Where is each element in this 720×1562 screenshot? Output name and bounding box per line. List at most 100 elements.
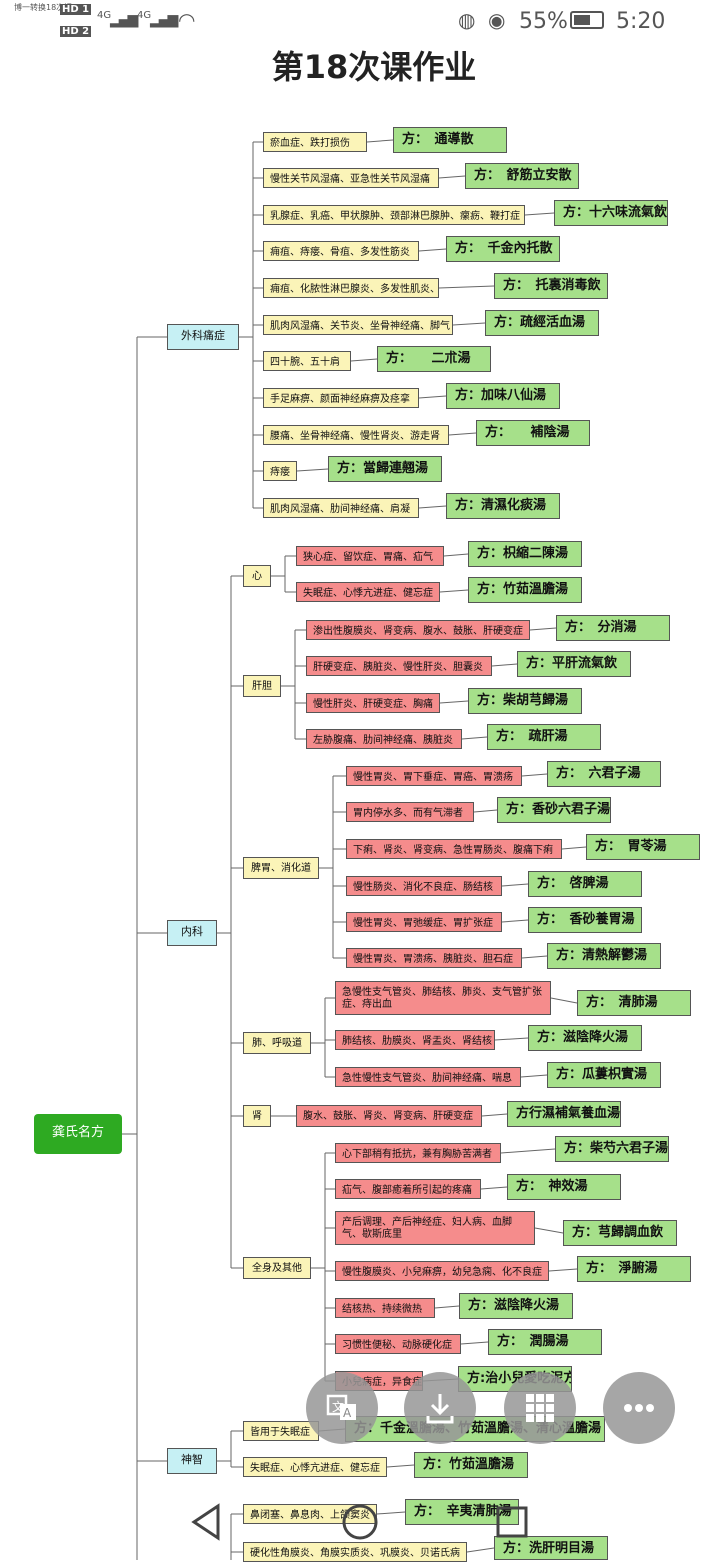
nfc-icon: ◍: [458, 8, 476, 32]
symptom-node: 渗出性腹膜炎、肾变病、腹水、鼓胀、肝硬变症: [306, 620, 530, 640]
formula-node: 方： 補陰湯: [476, 420, 590, 446]
symptom-node: 慢性胃炎、胃溃疡、胰脏炎、胆石症: [346, 948, 522, 968]
connector-line: [418, 505, 447, 509]
grid-icon[interactable]: [504, 1372, 576, 1444]
connector-line: [473, 809, 498, 813]
connector-line: [350, 358, 378, 362]
svg-text:A: A: [343, 1406, 352, 1420]
formula-node: 方：加味八仙湯: [446, 383, 560, 409]
symptom-node: 慢性肝炎、肝硬变症、胸痛: [306, 693, 440, 713]
formula-node: 方： 潤腸湯: [488, 1329, 602, 1355]
symptom-node: 产后调理、产后神经症、妇人病、血脚气、歇斯底里: [335, 1211, 535, 1245]
symptom-node: 肌肉风湿痛、关节炎、坐骨神经痛、脚气: [263, 315, 453, 335]
connector-line: [548, 1268, 578, 1272]
status-bar: 博一转换18次课 HD 1 HD 2 4G ▂▄▆ 4G ▂▄▆ ◠ ◍ ◉ 5…: [0, 0, 720, 44]
formula-node: 方：瓜蔞枳實湯: [547, 1062, 661, 1088]
page-title: 第18次课作业: [271, 48, 477, 86]
more-icon[interactable]: [603, 1372, 675, 1444]
connector-line: [561, 846, 587, 850]
connector-line: [529, 627, 557, 631]
connector-line: [481, 1113, 508, 1117]
formula-node: 方： 啓脾湯: [528, 871, 642, 897]
formula-node: 方：芎歸調血飲: [563, 1220, 677, 1246]
category-node: 外科痛症: [167, 324, 239, 350]
symptom-node: 腹水、鼓胀、肾炎、肾变病、肝硬变症: [296, 1105, 482, 1127]
wifi-icon: ◠: [178, 8, 196, 32]
connector-line: [386, 1464, 415, 1468]
symptom-node: 失眠症、心悸亢进症、健忘症: [296, 582, 440, 602]
hd1-badge: HD 1: [60, 4, 92, 15]
formula-node: 方：洗肝明目湯: [494, 1536, 608, 1560]
formula-node: 方：香砂六君子湯: [497, 797, 611, 823]
symptom-node: 手足麻痹、颜面神经麻痹及痉挛: [263, 388, 419, 408]
connector-line: [520, 1074, 548, 1078]
connector-line: [461, 736, 488, 740]
symptom-node: 痈疽、化脓性淋巴腺炎、多发性肌炎、骨疽: [263, 278, 439, 298]
connector-line: [491, 663, 518, 667]
formula-node: 方： 辛夷清肺湯: [405, 1499, 519, 1525]
formula-node: 方： 神效湯: [507, 1174, 621, 1200]
symptom-node: 乳腺症、乳癌、甲状腺肿、颈部淋巴腺肿、瘰疬、鞭打症: [263, 205, 525, 225]
connector-line: [466, 1547, 495, 1553]
formula-node: 方： 二朮湯: [377, 346, 491, 372]
symptom-node: 狭心症、留饮症、胃痛、疝气: [296, 546, 444, 566]
formula-node: 方：滋陰降火湯: [459, 1293, 573, 1319]
subcategory-node: 脾胃、消化道: [243, 857, 319, 879]
formula-node: 方： 舒筋立安散: [465, 163, 579, 189]
connector-line: [438, 285, 495, 289]
formula-node: 方： 千金內托散: [446, 236, 560, 262]
connector-line: [452, 322, 486, 326]
root-node: 龚氏名方: [34, 1114, 122, 1154]
battery-icon: [570, 11, 604, 29]
symptom-node: 心下部稍有抵抗，兼有胸胁苦满者: [335, 1143, 501, 1163]
formula-node: 方：疏經活血湯: [485, 310, 599, 336]
connector-line: [296, 468, 329, 472]
symptom-node: 习惯性便秘、动脉硬化症: [335, 1334, 461, 1354]
battery-percent: 55%: [519, 9, 568, 34]
connector-line: [439, 700, 469, 704]
formula-node: 方：滋陰降火湯: [528, 1025, 642, 1051]
connector-line: [366, 139, 394, 143]
formula-node: 方：竹茹溫膽湯: [414, 1452, 528, 1478]
formula-node: 方：枳縮二陳湯: [468, 541, 582, 567]
subcategory-node: 全身及其他: [243, 1257, 311, 1279]
formula-node: 方： 疏肝湯: [487, 724, 601, 750]
symptom-node: 结核热、持续微热: [335, 1298, 435, 1318]
formula-node: 方： 六君子湯: [547, 761, 661, 787]
symptom-node: 疝气、腹部癒着所引起的疼痛: [335, 1179, 481, 1199]
symptom-node: 四十腕、五十肩: [263, 351, 351, 371]
symptom-node: 腰痛、坐骨神经痛、慢性肾炎、游走肾: [263, 425, 449, 445]
connector-line: [534, 1227, 564, 1234]
connector-line: [438, 175, 466, 179]
symptom-node: 慢性胃炎、胃弛缓症、胃扩张症: [346, 912, 502, 932]
formula-node: 方：清濕化痰湯: [446, 493, 560, 519]
symptom-node: 肺结核、肋膜炎、肾盂炎、肾结核: [335, 1030, 495, 1050]
formula-node: 方：竹茹溫膽湯: [468, 577, 582, 603]
symptom-node: 下痢、肾炎、肾变病、急性胃肠炎、腹痛下痢: [346, 839, 562, 859]
symptom-node: 胃内停水多、而有气滞者: [346, 802, 474, 822]
formula-node: 方行濕補氣養血湯: [507, 1101, 621, 1127]
connector-line: [448, 432, 477, 436]
symptom-node: 肌肉风湿痛、肋间神经痛、肩凝: [263, 498, 419, 518]
subcategory-node: 肺、呼吸道: [243, 1032, 311, 1054]
formula-node: 方： 托裏消毒飲: [494, 273, 608, 299]
symptom-node: 急慢性支气管炎、肺结核、肺炎、支气管扩张症、痔出血: [335, 981, 551, 1015]
connector-line: [500, 1148, 556, 1154]
connector-line: [480, 1186, 508, 1190]
connector-line: [550, 997, 578, 1004]
symptom-node: 慢性腹膜炎、小兒痳痹，幼兒急痫、化不良症: [335, 1261, 549, 1281]
symptom-node: 左胁腹痛、肋间神经痛、胰脏炎: [306, 729, 462, 749]
formula-node: 方： 香砂養胃湯: [528, 907, 642, 933]
home-icon[interactable]: [340, 1502, 380, 1542]
formula-node: 方： 分消湯: [556, 615, 670, 641]
symptom-node: 皆用于失眠症: [243, 1421, 319, 1441]
connector-line: [376, 1511, 406, 1515]
subcategory-node: 肝胆: [243, 675, 281, 697]
recents-icon[interactable]: [494, 1504, 530, 1540]
connector-line: [460, 1341, 489, 1345]
back-icon[interactable]: [188, 1502, 224, 1542]
eye-icon: ◉: [488, 8, 506, 32]
download-icon[interactable]: [404, 1372, 476, 1444]
